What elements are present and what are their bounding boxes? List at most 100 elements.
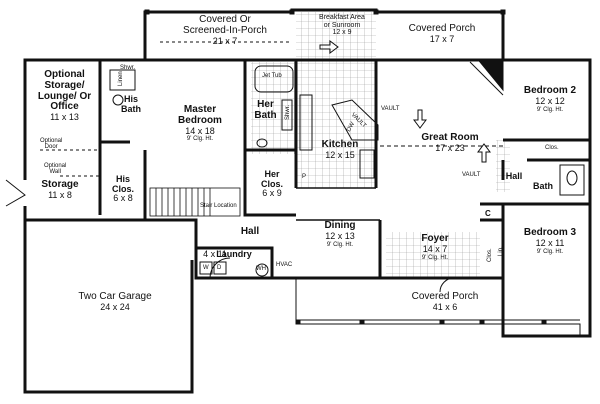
bath-right-name: Bath <box>533 181 553 191</box>
her-bath-tile-floor <box>251 62 297 154</box>
office-line3: Lounge/ Or <box>37 90 92 102</box>
breakfast-tile-floor <box>296 12 376 188</box>
storage-dims: 11 x 8 <box>48 189 72 200</box>
her-bath-label: Her Bath <box>248 99 283 122</box>
his-bath-name: His <box>123 94 138 104</box>
kitchen-dims: 12 x 15 <box>325 149 355 160</box>
pantry-label: P <box>302 174 307 180</box>
master-name: Master <box>183 104 217 115</box>
laundry-dims-label: 4 x 11 <box>198 249 232 260</box>
linen2-label: Lin. <box>498 246 504 256</box>
office-line2: Storage/ <box>44 79 85 91</box>
linen-label: Linen <box>118 71 124 86</box>
bedroom2-name: Bedroom 2 <box>523 85 577 96</box>
laundry-name: Laundry <box>216 249 252 259</box>
detail-lines <box>5 9 585 336</box>
covered-porch-left-name2: Screened-In-Porch <box>183 24 267 36</box>
dining-dims: 12 x 13 <box>325 230 355 241</box>
foyer-name: Foyer <box>421 233 449 244</box>
great-room-label: Great Room 17 x 23 <box>400 132 500 154</box>
office-line4: Office <box>50 101 79 113</box>
kitchen-name: Kitchen <box>321 139 359 150</box>
dining-label: Dining 12 x 13 9' Clg. Ht. <box>305 220 375 248</box>
c-label: C <box>485 209 491 218</box>
vault-left-label: VAULT <box>381 106 400 112</box>
his-bath-name2: Bath <box>121 103 141 114</box>
covered-porch-right-label: Covered Porch 17 x 7 <box>392 23 492 45</box>
her-clos-label: Her Clos. 6 x 9 <box>254 169 290 199</box>
master-bedroom-label: Master Bedroom 14 x 18 9' Clg. Ht. <box>160 104 240 143</box>
his-clos-name2: Clos. <box>111 183 134 194</box>
breakfast-name: Breakfast Area <box>319 14 365 21</box>
covered-porch-left-dims: 21 x 7 <box>212 35 238 46</box>
foyer-dims: 14 x 7 <box>422 243 448 254</box>
bedroom3-ceiling: 9' Clg. Ht. <box>536 248 564 255</box>
wh-label: WH <box>256 266 266 272</box>
bedroom3-dims: 12 x 11 <box>535 237 565 248</box>
foyer-ceiling: 9' Clg. Ht. <box>421 254 449 261</box>
clos-bedroom2-label: Clos. <box>545 145 559 151</box>
laundry-label: Laundry <box>198 249 270 260</box>
office-dims: 11 x 13 <box>50 112 79 123</box>
master-dims: 14 x 18 <box>185 125 215 136</box>
bedroom2-label: Bedroom 2 12 x 12 9' Clg. Ht. <box>515 85 585 113</box>
his-clos-name: His <box>115 174 130 184</box>
garage-dims: 24 x 24 <box>100 301 130 312</box>
hall-left-label: Hall <box>235 226 265 238</box>
covered-porch-left-name: Covered Or <box>199 14 251 25</box>
covered-porch-front-name: Covered Porch <box>411 291 479 302</box>
her-clos-dims: 6 x 9 <box>262 188 282 199</box>
breakfast-label: Breakfast Area or Sunroom 12 x 9 <box>302 14 382 37</box>
covered-porch-left-label: Covered Or Screened-In-Porch 21 x 7 <box>160 14 290 46</box>
kitchen-label: Kitchen 12 x 15 <box>310 139 370 161</box>
his-clos-dims: 6 x 8 <box>113 193 133 204</box>
covered-porch-front-dims: 41 x 6 <box>432 301 458 312</box>
her-shwr-label: Shwr. <box>285 104 291 120</box>
shwr-label: Shwr. <box>120 65 136 71</box>
dining-name: Dining <box>324 220 356 231</box>
office-line1: Optional <box>44 69 85 80</box>
washer-label: W <box>203 265 209 271</box>
clos-foyer-label: Clos. <box>487 248 493 262</box>
covered-porch-right-name: Covered Porch <box>408 23 476 34</box>
master-ceiling: 9' Clg. Ht. <box>186 136 214 143</box>
optional-office-label: Optional Storage/ Lounge/ Or Office 11 x… <box>32 69 97 123</box>
her-bath-name2: Bath <box>254 109 277 121</box>
great-room-dims: 17 x 23 <box>435 142 465 153</box>
hall-right-name: Hall <box>505 171 523 181</box>
master-name2: Bedroom <box>178 114 222 126</box>
great-room-name: Great Room <box>421 132 479 143</box>
hvac-label: HVAC <box>276 262 293 268</box>
his-clos-label: His Clos. 6 x 8 <box>105 174 141 204</box>
covered-porch-right-dims: 17 x 7 <box>429 33 455 44</box>
dryer-label: D <box>217 265 222 271</box>
bath-right-label: Bath <box>530 181 556 192</box>
hall-right-label: Hall <box>503 171 525 182</box>
breakfast-dims: 12 x 9 <box>332 29 352 37</box>
bedroom2-ceiling: 9' Clg. Ht. <box>536 106 564 113</box>
her-clos-name2: Clos. <box>260 178 283 189</box>
storage-name: Storage <box>41 179 79 190</box>
covered-porch-front-label: Covered Porch 41 x 6 <box>390 291 500 313</box>
her-bath-name: Her <box>257 99 274 110</box>
garage-name: Two Car Garage <box>78 291 152 302</box>
optional-wall-label: Optional Wall <box>44 163 67 176</box>
bedroom3-label: Bedroom 3 12 x 11 9' Clg. Ht. <box>515 227 585 255</box>
laundry-dims: 4 x 11 <box>203 249 227 259</box>
breakfast-name2: or Sunroom <box>323 21 361 29</box>
vault-right-label: VAULT <box>462 172 481 178</box>
bedroom2-dims: 12 x 12 <box>535 95 565 106</box>
her-clos-name: Her <box>264 169 280 179</box>
dining-ceiling: 9' Clg. Ht. <box>326 241 354 248</box>
his-bath-label: His Bath <box>118 94 144 114</box>
optional-door-label: Optional Door <box>40 138 63 151</box>
storage-label: Storage 11 x 8 <box>30 179 90 201</box>
foyer-tile-floor <box>386 232 480 278</box>
garage-label: Two Car Garage 24 x 24 <box>60 291 170 313</box>
foyer-label: Foyer 14 x 7 9' Clg. Ht. <box>400 233 470 261</box>
hall-left-name: Hall <box>240 226 260 237</box>
jet-tub-label: Jet Tub <box>262 73 282 79</box>
bedroom3-name: Bedroom 3 <box>523 227 577 238</box>
